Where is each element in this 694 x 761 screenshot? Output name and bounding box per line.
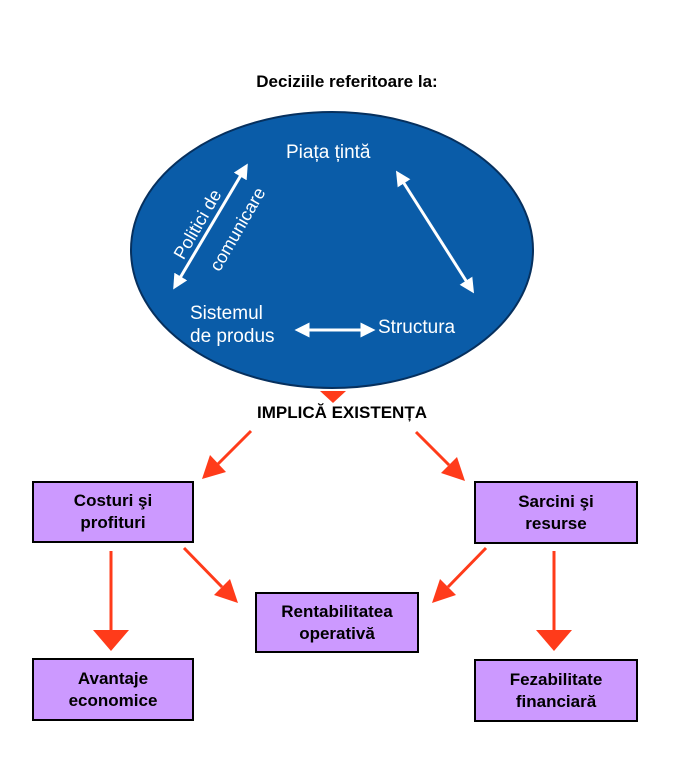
arrow-sarcini-rentabilitate: [446, 546, 488, 589]
label-piata-tinta: Piața țintă: [286, 142, 371, 163]
arrow-piata-structura: [395, 170, 475, 294]
arrow-implica-sarcini: [414, 430, 451, 467]
label-de-produs: de produs: [190, 326, 275, 347]
box-rentabilitate-line1: Rentabilitatea: [281, 601, 393, 621]
label-sistemul: Sistemul: [190, 303, 263, 324]
implica-existenta-label: IMPLICĂ EXISTENȚA: [256, 403, 427, 422]
arrowhead-implica-costuri: [202, 455, 226, 479]
diagram-title: Deciziile referitoare la:: [256, 72, 438, 91]
arrowhead-costuri-avantaje: [93, 630, 129, 651]
label-structura: Structura: [378, 317, 456, 338]
red-arrows: [93, 429, 572, 651]
ellipse-down-arrowhead: [320, 391, 346, 403]
box-fezabilitate-line2: financiară: [515, 691, 597, 711]
arrowhead-sarcini-rentabilitate: [432, 579, 456, 603]
arrow-comunicare: [173, 163, 248, 290]
box-avantaje-line1: Avantaje: [77, 668, 149, 688]
arrowhead-implica-sarcini: [441, 457, 465, 481]
arrowhead-costuri-rentabilitate: [214, 579, 238, 603]
box-rentabilitate-line2: operativă: [299, 623, 375, 643]
box-costuri-line2: profituri: [80, 513, 146, 532]
arrow-costuri-rentabilitate: [182, 546, 224, 589]
box-avantaje-line2: economice: [68, 690, 158, 710]
box-costuri-profituri: Costuri şi profituri: [32, 481, 194, 543]
box-sarcini-line2: resurse: [525, 513, 587, 533]
box-costuri-line1: Costuri şi: [73, 491, 153, 510]
arrowhead-sarcini-fezabilitate: [536, 630, 572, 651]
arrow-implica-costuri: [216, 429, 253, 466]
box-fezabilitate-line1: Fezabilitate: [509, 669, 603, 689]
box-sarcini-line1: Sarcini şi: [518, 491, 594, 511]
